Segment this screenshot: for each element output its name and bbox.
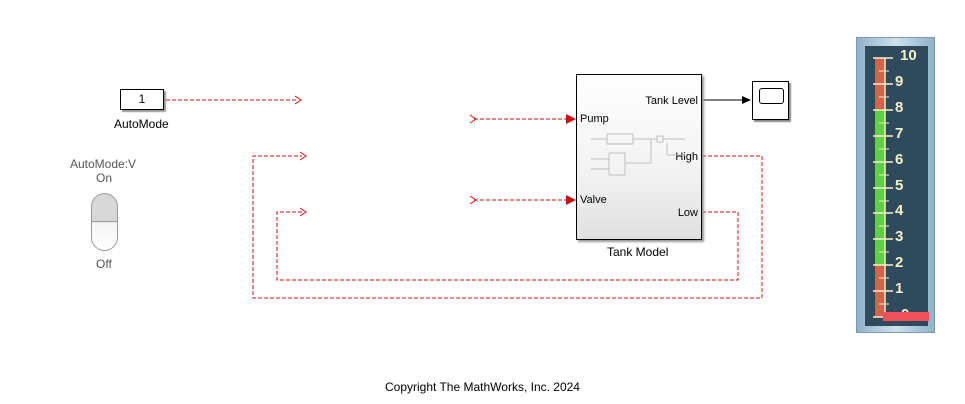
signal-low-loop [276,211,739,281]
subsystem-preview-icon [591,133,685,176]
automode-constant-label: AutoMode [114,117,169,131]
gauge-tick-label: 8 [895,99,904,116]
arrow-pump-port [566,114,576,124]
gauge-tick-label: 3 [895,228,904,245]
toggle-divider [92,221,117,222]
valve-port-label: Valve [580,194,607,206]
arrow-pump-start [469,114,477,124]
arrow-valve-port [566,195,576,205]
gauge-tick-label: 4 [895,202,904,219]
gauge-tick-label: 9 [895,73,904,90]
gauge-tick-label: 10 [900,47,917,64]
scope-block[interactable] [752,81,789,120]
toggle-on-label: On [96,171,113,185]
toggle-off-label: Off [96,257,112,271]
gauge-tick-label: 5 [895,177,904,194]
gauge-face: 10 9 8 7 6 5 4 3 2 1 0 [865,46,929,326]
arrow-high-end [299,151,307,161]
tank-level-port-label: Tank Level [645,95,698,107]
tank-level-gauge[interactable]: 10 9 8 7 6 5 4 3 2 1 0 [856,37,935,333]
low-port-label: Low [677,207,698,219]
high-port-label: High [675,151,698,163]
automode-constant-block[interactable]: 1 [120,89,164,110]
gauge-level-indicator [883,312,929,321]
toggle-title: AutoMode:V [70,157,137,171]
gauge-tick-label: 6 [895,151,904,168]
signal-high-loop [252,155,763,299]
tank-model-label: Tank Model [607,245,669,259]
gauge-tick-label: 2 [895,254,904,271]
tank-model-block[interactable]: Pump Valve Tank Level High Low [576,74,702,240]
scope-screen-icon [759,88,784,104]
automode-toggle-switch[interactable] [91,193,118,251]
copyright-text: Copyright The MathWorks, Inc. 2024 [385,380,580,394]
arrow-automode-end [294,95,302,105]
arrow-scope-port [742,96,751,104]
arrow-valve-start [469,195,477,205]
pump-port-label: Pump [580,113,609,125]
gauge-tick-label: 7 [895,125,904,142]
gauge-tick-label: 1 [895,280,904,297]
arrow-low-end [299,207,307,217]
